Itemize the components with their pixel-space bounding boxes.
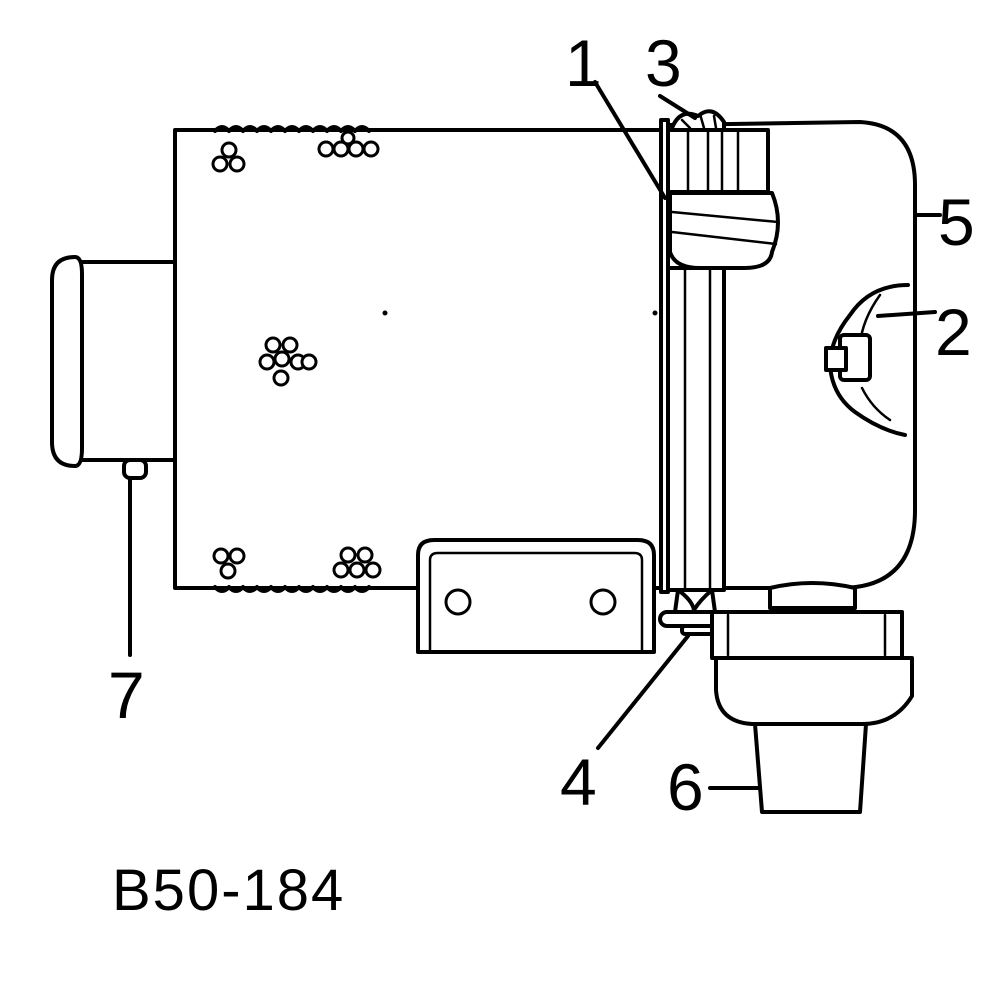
leader-2	[876, 310, 937, 318]
drain-valve	[122, 458, 148, 480]
mounting-bracket	[416, 538, 656, 654]
callout-label-2: 2	[935, 295, 972, 369]
filter-element	[666, 128, 780, 592]
callout-label-6: 6	[667, 750, 704, 824]
outlet-cup	[710, 581, 914, 814]
main-canister	[173, 128, 670, 590]
inlet-tube	[50, 255, 177, 468]
callout-label-5: 5	[938, 185, 975, 259]
wing-nut	[670, 109, 726, 132]
rivets-center	[258, 336, 318, 387]
rivets-top-left	[211, 141, 246, 173]
top-seam-wave	[213, 125, 371, 133]
leader-3	[658, 94, 697, 120]
callout-label-3: 3	[645, 26, 682, 100]
leader-4	[596, 634, 690, 750]
rivets-bottom-left	[212, 547, 246, 580]
callout-label-1: 1	[565, 26, 602, 100]
leader-1	[593, 80, 667, 200]
callout-label-4: 4	[560, 745, 597, 819]
rivets-top-right	[317, 130, 380, 158]
drawing-code: B50-184	[112, 858, 345, 923]
rivets-bottom-right	[332, 546, 382, 579]
side-clamp	[824, 283, 910, 437]
bottom-seam-wave	[213, 585, 371, 593]
callout-label-7: 7	[108, 658, 145, 732]
